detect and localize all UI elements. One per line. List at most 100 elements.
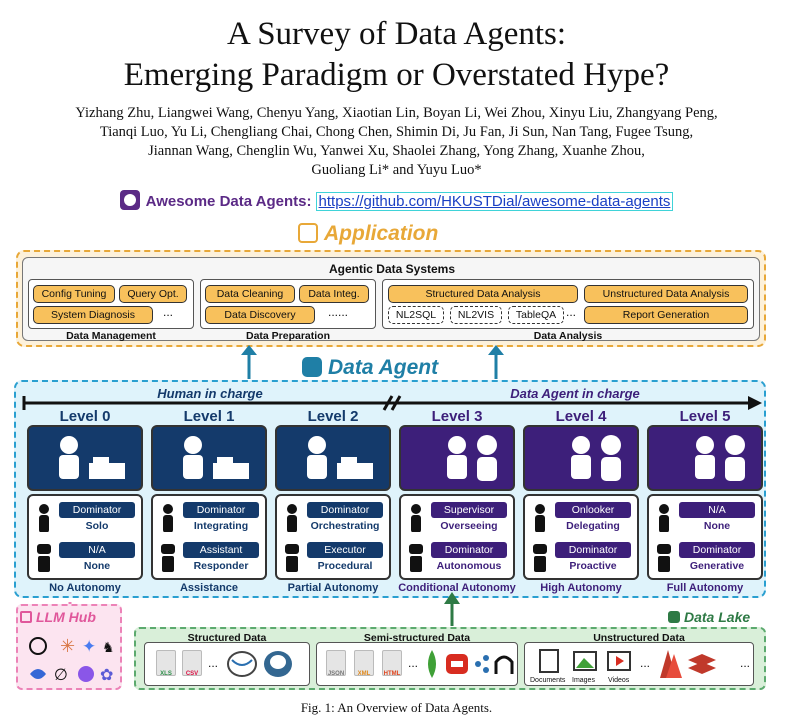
vector-store-logos xyxy=(660,650,716,678)
level-illustration xyxy=(27,425,143,491)
human-role-desc: Overseeing xyxy=(440,520,498,532)
pill-unstructured-analysis: Unstructured Data Analysis xyxy=(584,285,748,303)
csv-file-icon: CSV xyxy=(182,650,202,677)
pill-query-opt: Query Opt. xyxy=(119,285,187,303)
agentic-data-systems-title: Agentic Data Systems xyxy=(328,262,456,276)
level-title: Level 3 xyxy=(431,408,483,425)
authors-line1: Yizhang Zhu, Liangwei Wang, Chenyu Yang,… xyxy=(75,105,718,121)
semi-store-logos xyxy=(428,650,514,678)
agent-role-tag: Dominator xyxy=(431,542,507,558)
autonomy-label: Partial Autonomy xyxy=(287,582,379,594)
figure-caption: Fig. 1: An Overview of Data Agents. xyxy=(300,700,493,715)
llm-hub-title: LLM Hub xyxy=(20,609,96,625)
xml-file-icon: XML xyxy=(354,650,374,677)
robot-icon xyxy=(302,357,322,377)
human-in-charge-label: Human in charge xyxy=(157,386,263,401)
level-title: Level 0 xyxy=(59,408,111,425)
chip-icon xyxy=(20,611,32,623)
unstructured-icons xyxy=(539,649,631,673)
repo-line: Awesome Data Agents:https://github.com/H… xyxy=(0,190,793,211)
pill-config-tuning: Config Tuning xyxy=(33,285,115,303)
unstructured-data-label: Unstructured Data xyxy=(593,632,685,644)
human-role-desc: Solo xyxy=(85,520,109,532)
level-illustration xyxy=(523,425,639,491)
robot-agent-icon xyxy=(533,544,547,572)
paper-title-line2: Emerging Paradigm or Overstated Hype? xyxy=(123,57,670,93)
agent-role-desc: Generative xyxy=(689,560,745,572)
human-role-tag: Supervisor xyxy=(431,502,507,518)
data-analysis-label: Data Analysis xyxy=(533,330,603,342)
robot-agent-icon xyxy=(37,544,51,572)
llm-hub-title-text: LLM Hub xyxy=(36,609,96,625)
agent-role-desc: Autonomous xyxy=(436,560,502,572)
human-role-tag: Dominator xyxy=(307,502,383,518)
data-management-label: Data Management xyxy=(66,330,156,342)
level-title: Level 4 xyxy=(555,408,607,425)
github-icon xyxy=(119,190,140,210)
scene-illustration-icon xyxy=(307,436,373,479)
autonomy-label: Full Autonomy xyxy=(666,582,744,594)
pill-data-integ: Data Integ. xyxy=(299,285,369,303)
database-icon xyxy=(668,611,680,623)
data-agent-title-text: Data Agent xyxy=(328,356,439,379)
human-role-desc: Integrating xyxy=(193,520,249,532)
svg-text:♞: ♞ xyxy=(102,640,115,656)
lake-more: ... xyxy=(740,656,751,670)
videos-label: Videos xyxy=(608,677,630,684)
structured-more: ... xyxy=(208,656,219,670)
level-title: Level 1 xyxy=(183,408,235,425)
pill-data-discovery: Data Discovery xyxy=(205,306,315,324)
llm-logos: ✳ ✦ ♞ ∅ ✿ xyxy=(28,634,118,686)
autonomy-label: Assistance xyxy=(179,582,239,594)
autonomy-label: No Autonomy xyxy=(49,582,121,594)
pill-structured-analysis: Structured Data Analysis xyxy=(388,285,578,303)
repo-link[interactable]: https://github.com/HKUSTDial/awesome-dat… xyxy=(315,192,674,211)
data-agent-title: Data Agent xyxy=(302,356,438,380)
agent-role-desc: None xyxy=(83,560,111,572)
scene-illustration-icon xyxy=(571,435,621,481)
pill-nl2sql: NL2SQL xyxy=(388,306,444,324)
application-title: Application xyxy=(298,222,438,246)
human-role-tag: Dominator xyxy=(59,502,135,518)
human-role-tag: N/A xyxy=(679,502,755,518)
agent-in-charge-label: Data Agent in charge xyxy=(510,386,640,401)
pill-tableqa: TableQA xyxy=(508,306,564,324)
data-preparation-label: Data Preparation xyxy=(245,330,331,342)
data-lake-title-text: Data Lake xyxy=(684,609,751,625)
autonomy-label: High Autonomy xyxy=(540,582,622,594)
svg-text:✿: ✿ xyxy=(100,665,113,684)
human-role-tag: Dominator xyxy=(183,502,259,518)
human-icon xyxy=(411,504,421,532)
autonomy-axis-arrow xyxy=(22,395,762,411)
structured-data-label: Structured Data xyxy=(187,632,267,644)
semi-more: ... xyxy=(408,656,419,670)
human-icon xyxy=(287,504,297,532)
authors-line3: Jiannan Wang, Chenglin Wu, Yanwei Xu, Sh… xyxy=(148,143,645,159)
agent-role-tag: Assistant xyxy=(183,542,259,558)
robot-agent-icon xyxy=(285,544,299,572)
xls-file-icon: XLS xyxy=(156,650,176,677)
json-file-icon: JSON xyxy=(326,650,346,677)
svg-text:✳: ✳ xyxy=(60,636,75,657)
pill-report-generation: Report Generation xyxy=(584,306,748,324)
application-title-text: Application xyxy=(324,222,439,245)
scene-illustration-icon xyxy=(695,435,745,481)
agent-role-tag: Dominator xyxy=(679,542,755,558)
scene-illustration-icon xyxy=(183,436,249,479)
svg-text:∅: ∅ xyxy=(54,665,68,684)
database-logos xyxy=(227,651,292,677)
agent-role-tag: Executor xyxy=(307,542,383,558)
agent-role-desc: Proactive xyxy=(569,560,617,572)
human-role-desc: Delegating xyxy=(566,520,620,532)
scene-illustration-icon xyxy=(59,436,125,479)
agent-role-tag: Dominator xyxy=(555,542,631,558)
semi-structured-data-label: Semi-structured Data xyxy=(363,632,471,644)
autonomy-label: Conditional Autonomy xyxy=(398,582,516,594)
level-illustration xyxy=(647,425,763,491)
documents-label: Documents xyxy=(530,677,566,684)
agent-role-desc: Responder xyxy=(193,560,249,572)
authors-line4: Guoliang Li* and Yuyu Luo* xyxy=(311,162,482,178)
